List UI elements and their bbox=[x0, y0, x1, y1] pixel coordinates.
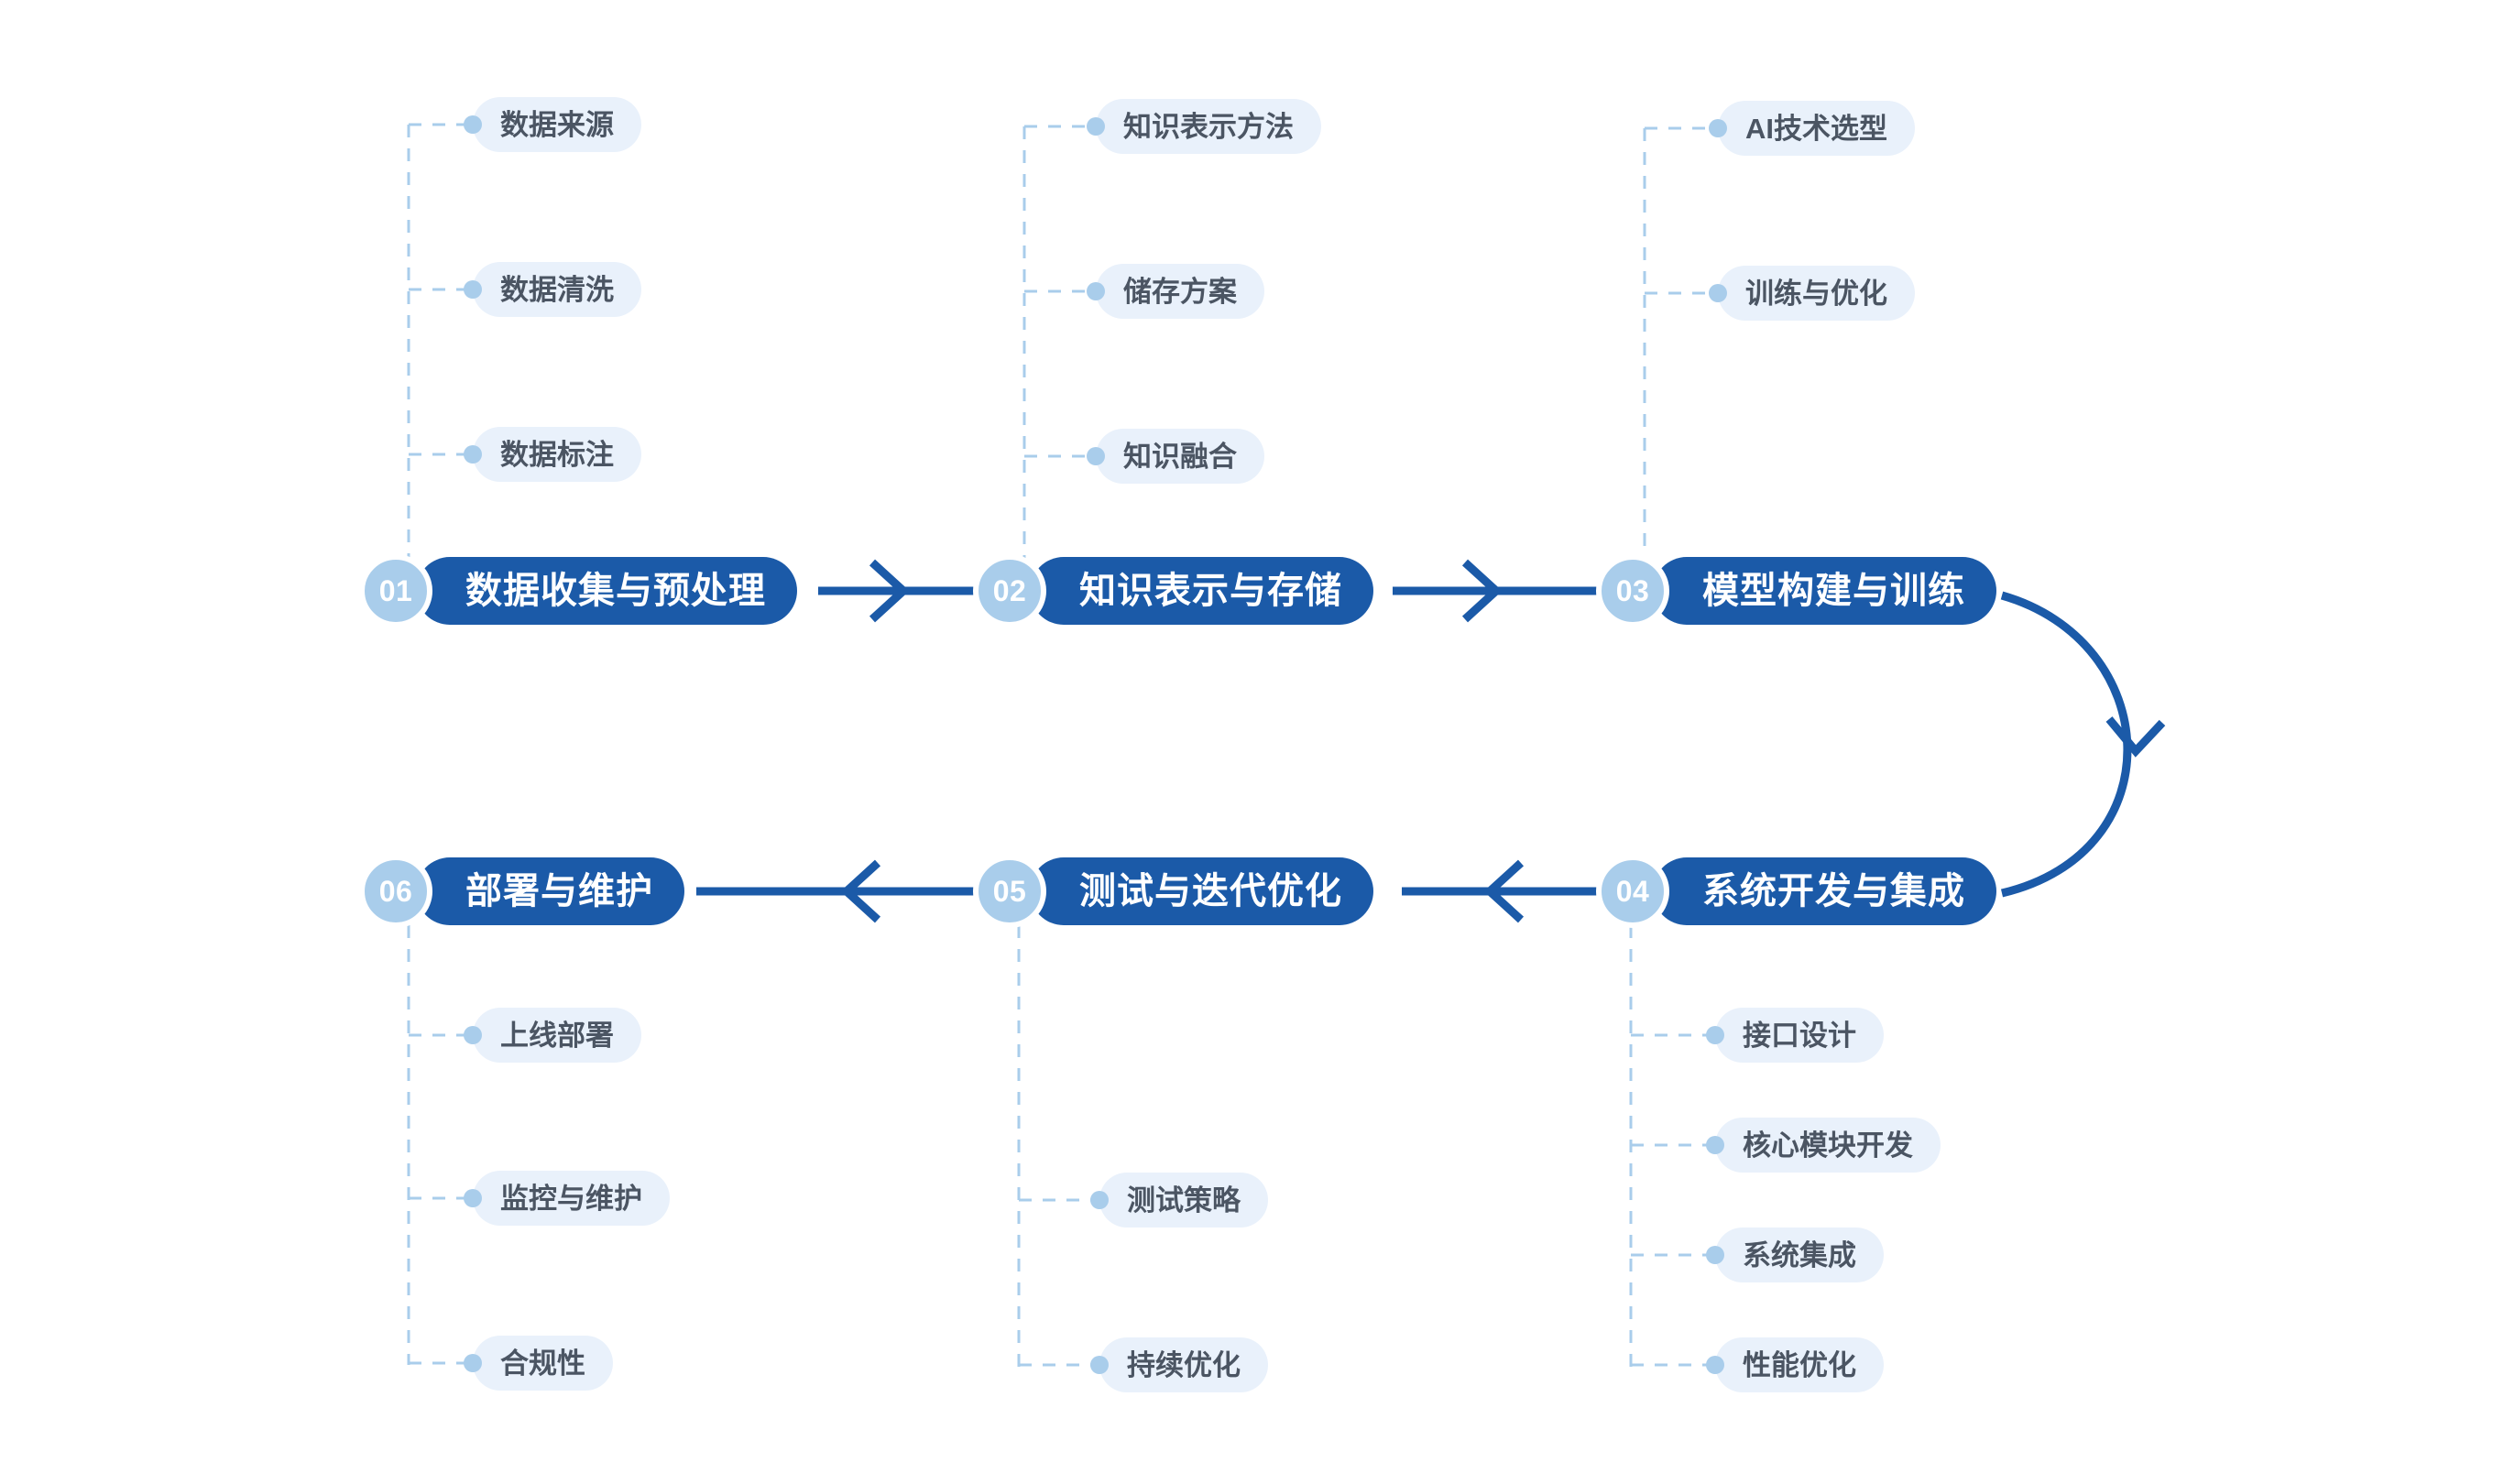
sub-item-pill[interactable]: 监控与维护 bbox=[473, 1171, 670, 1226]
sub-item-label: AI技术选型 bbox=[1745, 112, 1887, 145]
sub-item-pill[interactable]: AI技术选型 bbox=[1718, 101, 1915, 156]
stage-bar[interactable]: 系统开发与集成 bbox=[1653, 857, 1996, 925]
stage-label: 数据收集与预处理 bbox=[465, 571, 766, 611]
branch-dot bbox=[464, 1189, 482, 1207]
stage-label: 模型构建与训练 bbox=[1702, 571, 1965, 611]
flow-arrow-05-to-06 bbox=[696, 859, 994, 923]
stage-number: 02 bbox=[992, 574, 1027, 607]
stage-bar[interactable]: 知识表示与存储 bbox=[1030, 557, 1373, 625]
branch-dot bbox=[1706, 1136, 1724, 1154]
branch-dot bbox=[1709, 119, 1727, 137]
branch-dot bbox=[464, 1354, 482, 1372]
stage-number-badge: 05 bbox=[973, 855, 1046, 928]
sub-item-label: 数据标注 bbox=[500, 438, 614, 471]
branch-dot bbox=[1087, 282, 1105, 300]
branch-lines-stage-02 bbox=[1022, 125, 1096, 561]
sub-item-pill[interactable]: 持续优化 bbox=[1099, 1337, 1268, 1392]
sub-item-label: 系统集成 bbox=[1743, 1238, 1856, 1271]
branch-dot bbox=[464, 1026, 482, 1044]
stage-number: 06 bbox=[378, 875, 413, 908]
sub-item-label: 合规性 bbox=[500, 1347, 585, 1380]
branch-dot bbox=[464, 115, 482, 134]
sub-item-label: 性能优化 bbox=[1743, 1348, 1856, 1381]
stage-number-badge: 01 bbox=[359, 554, 432, 627]
stage-bar[interactable]: 部署与维护 bbox=[416, 857, 684, 925]
flow-arrow-03-to-04 bbox=[2000, 591, 2166, 898]
stage-label: 部署与维护 bbox=[465, 871, 653, 911]
sub-item-label: 核心模块开发 bbox=[1743, 1129, 1913, 1162]
stage-number: 03 bbox=[1615, 574, 1650, 607]
sub-item-label: 知识表示方法 bbox=[1123, 110, 1294, 143]
sub-item-pill[interactable]: 数据来源 bbox=[473, 97, 641, 152]
sub-item-pill[interactable]: 上线部署 bbox=[473, 1008, 641, 1063]
sub-item-pill[interactable]: 储存方案 bbox=[1096, 264, 1264, 319]
sub-item-pill[interactable]: 数据标注 bbox=[473, 427, 641, 482]
stage-number-badge: 03 bbox=[1596, 554, 1669, 627]
branch-dot bbox=[1090, 1356, 1109, 1374]
sub-item-pill[interactable]: 系统集成 bbox=[1715, 1228, 1884, 1282]
sub-item-pill[interactable]: 性能优化 bbox=[1715, 1337, 1884, 1392]
sub-item-pill[interactable]: 核心模块开发 bbox=[1715, 1118, 1941, 1173]
sub-item-pill[interactable]: 知识表示方法 bbox=[1096, 99, 1321, 154]
branch-lines-stage-06 bbox=[407, 925, 473, 1365]
stage-label: 知识表示与存储 bbox=[1079, 571, 1342, 611]
stage-bar[interactable]: 测试与迭代优化 bbox=[1030, 857, 1373, 925]
sub-item-label: 监控与维护 bbox=[500, 1182, 642, 1215]
sub-item-pill[interactable]: 合规性 bbox=[473, 1336, 613, 1391]
sub-item-label: 持续优化 bbox=[1127, 1348, 1241, 1381]
stage-bar[interactable]: 模型构建与训练 bbox=[1653, 557, 1996, 625]
branch-lines-stage-05 bbox=[1017, 925, 1099, 1367]
branch-dot bbox=[464, 445, 482, 464]
sub-item-label: 数据清洗 bbox=[500, 273, 614, 306]
flow-arrow-04-to-05 bbox=[1402, 859, 1613, 923]
stage-number-badge: 04 bbox=[1596, 855, 1669, 928]
branch-dot bbox=[1709, 284, 1727, 302]
sub-item-pill[interactable]: 知识融合 bbox=[1096, 429, 1264, 484]
branch-dot bbox=[1706, 1026, 1724, 1044]
flow-arrow-01-to-02 bbox=[818, 559, 994, 623]
branch-dot bbox=[1087, 117, 1105, 136]
sub-item-pill[interactable]: 接口设计 bbox=[1715, 1008, 1884, 1063]
stage-number: 04 bbox=[1615, 875, 1650, 908]
stage-number: 05 bbox=[992, 875, 1027, 908]
stage-number-badge: 02 bbox=[973, 554, 1046, 627]
branch-dot bbox=[1090, 1191, 1109, 1209]
sub-item-pill[interactable]: 测试策略 bbox=[1099, 1173, 1268, 1228]
branch-dot bbox=[1087, 447, 1105, 465]
sub-item-label: 训练与优化 bbox=[1745, 277, 1887, 310]
sub-item-pill[interactable]: 训练与优化 bbox=[1718, 266, 1915, 321]
sub-item-label: 上线部署 bbox=[500, 1019, 614, 1052]
branch-lines-stage-01 bbox=[407, 123, 473, 561]
sub-item-label: 测试策略 bbox=[1127, 1184, 1241, 1217]
sub-item-label: 数据来源 bbox=[500, 108, 614, 141]
stage-label: 测试与迭代优化 bbox=[1079, 871, 1342, 911]
branch-lines-stage-04 bbox=[1629, 925, 1715, 1369]
branch-dot bbox=[1706, 1356, 1724, 1374]
flow-arrow-02-to-03 bbox=[1393, 559, 1613, 623]
stage-number: 01 bbox=[378, 574, 413, 607]
stage-bar[interactable]: 数据收集与预处理 bbox=[416, 557, 797, 625]
sub-item-label: 储存方案 bbox=[1123, 275, 1237, 308]
sub-item-label: 接口设计 bbox=[1743, 1019, 1856, 1052]
branch-lines-stage-03 bbox=[1643, 126, 1718, 561]
branch-dot bbox=[464, 280, 482, 299]
stage-label: 系统开发与集成 bbox=[1702, 871, 1965, 911]
sub-item-label: 知识融合 bbox=[1123, 440, 1237, 473]
stage-number-badge: 06 bbox=[359, 855, 432, 928]
branch-dot bbox=[1706, 1246, 1724, 1264]
sub-item-pill[interactable]: 数据清洗 bbox=[473, 262, 641, 317]
